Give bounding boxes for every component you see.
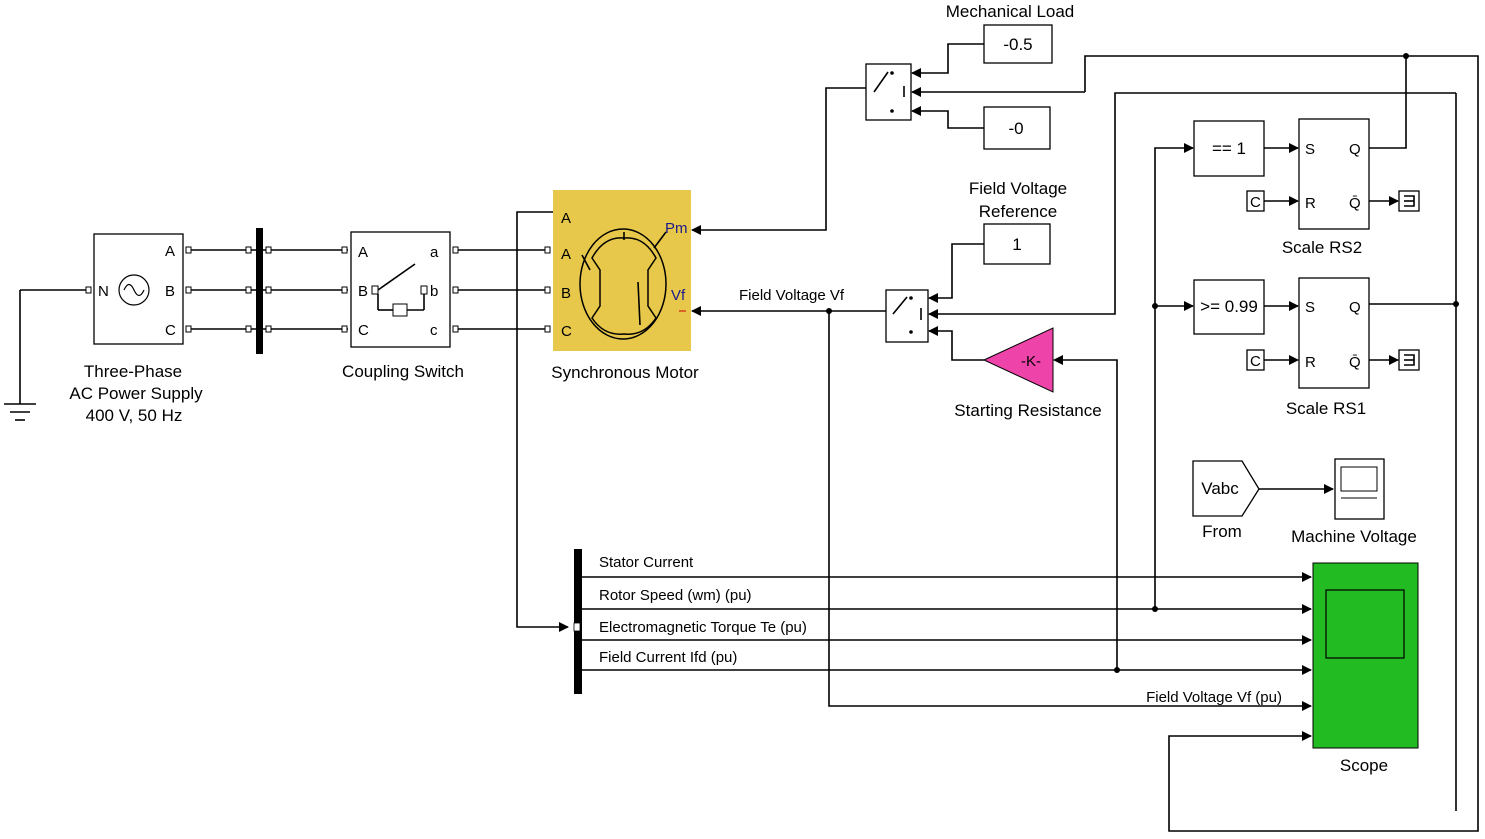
rs2-qbar: Q̄ xyxy=(1349,195,1361,212)
source-label-line3: 400 V, 50 Hz xyxy=(86,406,183,425)
scale-rs1-block[interactable]: S R Q Q̄ xyxy=(1298,277,1370,389)
synchronous-motor-block[interactable]: A A B C Pm Vf xyxy=(553,190,691,351)
compare-eq-1-value: == 1 xyxy=(1212,139,1246,158)
rs1-q: Q xyxy=(1349,299,1361,316)
starting-resistance-label: Starting Resistance xyxy=(954,401,1101,420)
field-ref-label-line2: Reference xyxy=(979,202,1057,221)
field-ref-label-line1: Field Voltage xyxy=(969,179,1067,198)
rs1-qbar: Q̄ xyxy=(1349,354,1361,371)
rotor-icon xyxy=(591,237,657,335)
motor-port-pm: Pm xyxy=(665,220,688,237)
breaker-icon xyxy=(371,263,428,317)
rs2-clock-const: C xyxy=(1246,190,1265,212)
source-port-a: A xyxy=(165,243,175,260)
mech-const-2-value: -0 xyxy=(1008,119,1023,138)
field-voltage-signal-label: Field Voltage Vf xyxy=(739,287,845,304)
source-bar-wires xyxy=(191,246,256,333)
bus-selector xyxy=(574,549,582,694)
rs1-r: R xyxy=(1305,354,1316,371)
mech-const-1-value: -0.5 xyxy=(1003,35,1032,54)
scale-rs2-label: Scale RS2 xyxy=(1282,238,1362,257)
field-ref-const-value: 1 xyxy=(1012,235,1021,254)
compare-eq-1[interactable]: == 1 xyxy=(1193,120,1265,177)
scope-block[interactable] xyxy=(1312,562,1419,749)
field-voltage-switch[interactable] xyxy=(885,289,929,343)
machine-voltage-label: Machine Voltage xyxy=(1291,527,1417,546)
rs1-terminator-icon xyxy=(1398,349,1420,371)
bus-bar xyxy=(256,228,263,354)
machine-voltage-scope[interactable] xyxy=(1334,458,1385,520)
source-label-line2: AC Power Supply xyxy=(69,384,203,403)
rs2-clock-label: C xyxy=(1250,194,1261,211)
coupling-port-c-out: c xyxy=(430,322,438,339)
gain-value: -K- xyxy=(1021,353,1041,370)
motor-port-b: B xyxy=(561,285,571,302)
motor-port-a: A xyxy=(561,246,571,263)
motor-port-c: C xyxy=(561,323,572,340)
scope-signal-wires xyxy=(582,572,1312,675)
coupling-port-b-out: b xyxy=(430,283,438,300)
signal-rotor-speed: Rotor Speed (wm) (pu) xyxy=(599,587,752,604)
signal-field-current: Field Current Ifd (pu) xyxy=(599,649,737,666)
coupling-switch-block[interactable]: A B C a b c xyxy=(350,231,459,348)
coupling-port-a-out: a xyxy=(430,244,439,261)
sine-wave-icon xyxy=(123,283,145,297)
signal-torque: Electromagnetic Torque Te (pu) xyxy=(599,619,807,636)
source-label-line1: Three-Phase xyxy=(84,362,182,381)
coupling-switch-label: Coupling Switch xyxy=(342,362,464,381)
motor-port-vf: Vf xyxy=(671,287,686,304)
scale-rs2-block[interactable]: S R Q Q̄ xyxy=(1298,118,1370,230)
field-ref-const[interactable]: 1 xyxy=(983,223,1051,265)
rs1-clock-const: C xyxy=(1246,349,1265,371)
from-tag: Vabc xyxy=(1201,479,1239,498)
starting-resistance-gain[interactable]: -K- xyxy=(982,327,1054,393)
motor-port-m: A xyxy=(561,210,571,227)
source-port-b: B xyxy=(165,283,175,300)
source-port-c: C xyxy=(165,322,176,339)
mech-const-2[interactable]: -0 xyxy=(983,106,1051,150)
scale-rs1-label: Scale RS1 xyxy=(1286,399,1366,418)
scope-label: Scope xyxy=(1340,756,1388,775)
mechanical-load-label: Mechanical Load xyxy=(946,2,1075,21)
source-port-n: N xyxy=(98,283,109,300)
coupling-motor-wires xyxy=(458,246,551,333)
signal-field-voltage-pu: Field Voltage Vf (pu) xyxy=(1146,689,1282,706)
rs2-terminator-icon xyxy=(1398,190,1420,212)
rs2-s: S xyxy=(1305,141,1315,158)
rs1-s: S xyxy=(1305,299,1315,316)
compare-ge-099[interactable]: >= 0.99 xyxy=(1193,279,1265,335)
from-label: From xyxy=(1202,522,1242,541)
motor-measure-wire xyxy=(516,211,569,632)
three-phase-source-block[interactable]: N A B C xyxy=(85,233,192,345)
signal-stator-current: Stator Current xyxy=(599,554,694,571)
from-block[interactable]: Vabc xyxy=(1192,460,1260,517)
ground-icon xyxy=(4,289,88,421)
coupling-port-a-in: A xyxy=(358,244,368,261)
rs2-q: Q xyxy=(1349,141,1361,158)
bar-coupling-wires xyxy=(263,246,348,333)
mech-const-1[interactable]: -0.5 xyxy=(983,24,1053,64)
coupling-port-b-in: B xyxy=(358,283,368,300)
rs1-clock-label: C xyxy=(1250,353,1261,370)
rs2-r: R xyxy=(1305,195,1316,212)
synchronous-motor-label: Synchronous Motor xyxy=(551,363,699,382)
compare-ge-099-value: >= 0.99 xyxy=(1200,297,1258,316)
coupling-port-c-in: C xyxy=(358,322,369,339)
mech-load-switch[interactable] xyxy=(865,63,912,121)
